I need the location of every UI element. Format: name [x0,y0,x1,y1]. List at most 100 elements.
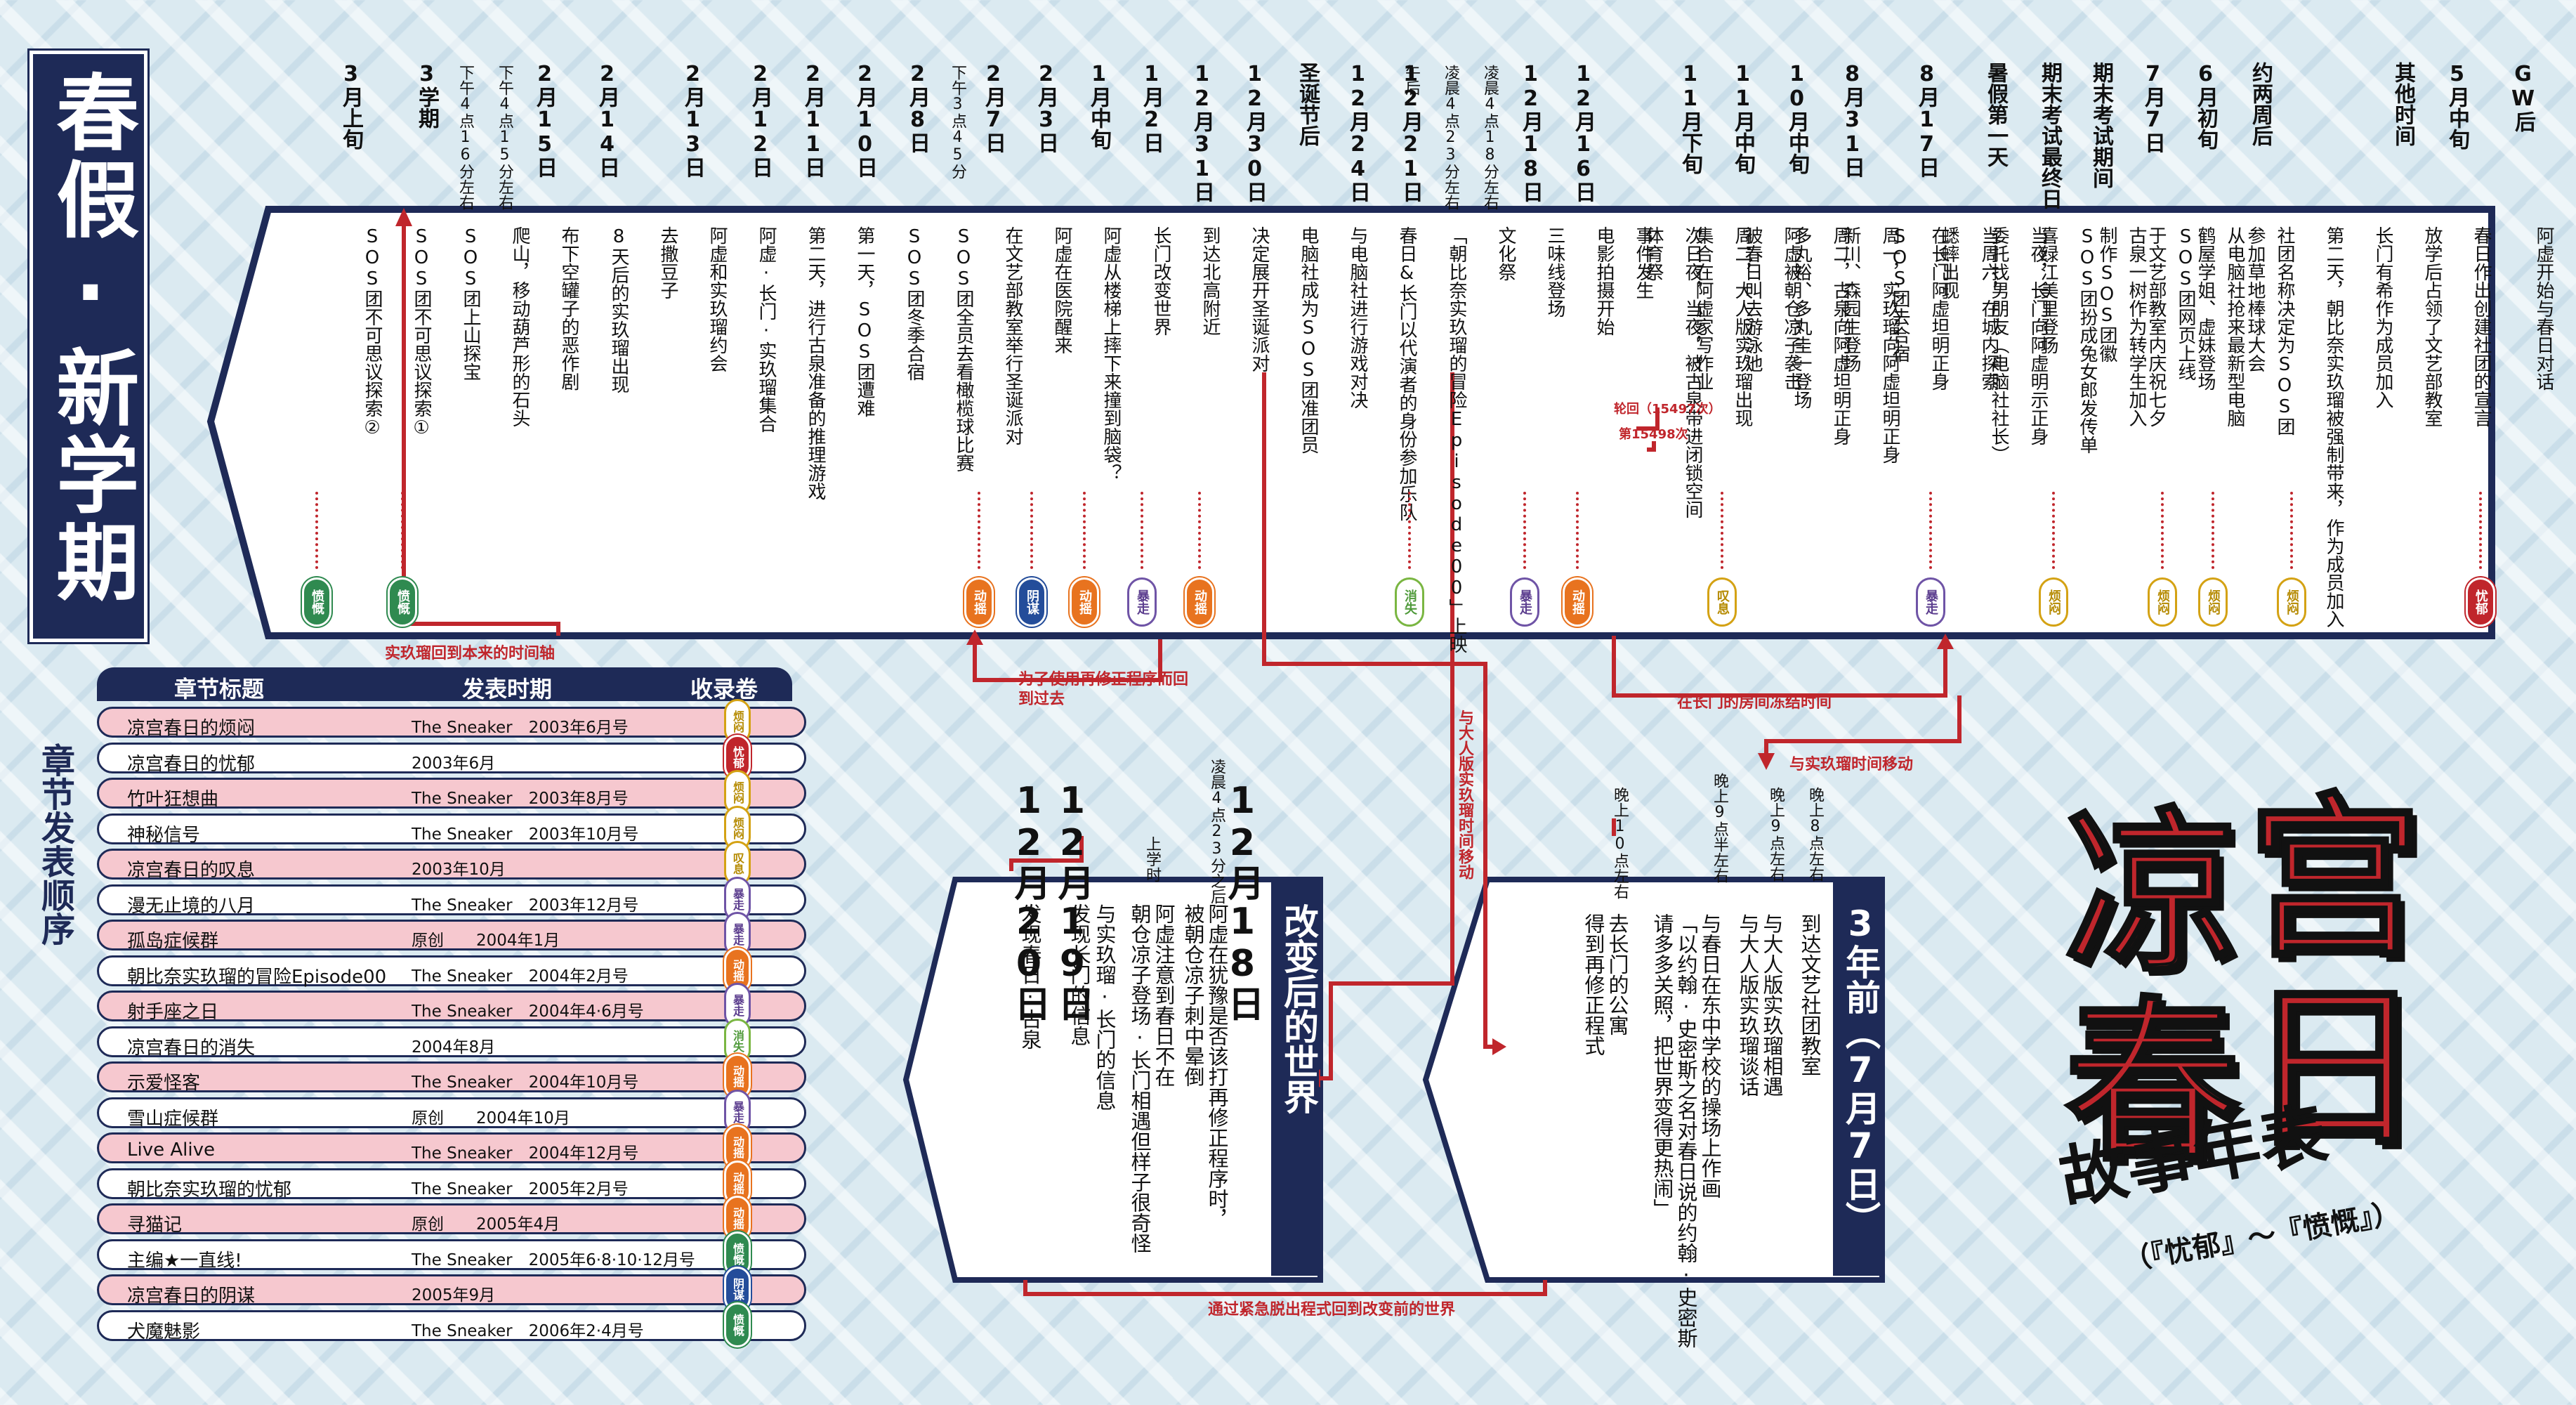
chapter-row: 寻猫记原创 2005年4月动摇 [97,1196,806,1241]
chapter-title: 朝比奈实玖瑠的忧郁 [127,1179,292,1201]
timeline-time-header: 下午4点16分左右 [456,65,474,210]
timeline-event-text: 周一，实玖瑠向阿虚坦明正身 [1879,226,1900,464]
label-real-timeline: 实玖瑠回到本来的时间轴 [385,645,556,662]
timeline-time-header: 下午4点15分左右 [496,65,513,210]
chapter-volume-badge: 愤慨 [724,1231,751,1276]
volume-badge: 暴走 [1916,577,1945,627]
timeline-event-text: 阿虚·长门·实玖瑠集合 [756,226,777,433]
chapter-volume-badge: 暴走 [724,876,751,922]
chapter-publication: The Sneaker 2005年2月号 [412,1179,629,1198]
timeline-event-text: 从电脑社抢来最新型电脑 [2224,226,2245,427]
timeline-date-header: 12月30日 [1242,62,1267,202]
timeline-date-header: 12月21日 [1398,62,1423,202]
timeline-event-text: 8天后的实玖瑠出现 [608,226,629,393]
chapter-publication: The Sneaker 2003年12月号 [412,896,639,915]
chapter-title: 示爱怪客 [127,1073,201,1094]
logo-char-4: 春 [2063,977,2242,1187]
timeline-event-text: 电影拍摄开始 [1593,226,1615,336]
timeline-event-text: 放学后占领了文艺部教室 [2421,226,2443,427]
timeline-date-header: 2月7日 [981,62,1006,153]
volume-badge: 忧郁 [2466,577,2495,627]
timeline-date-header: 8月17日 [1914,62,1939,178]
time-10pm: 晚上10点左右 [1611,787,1629,899]
timeline-date-header: GW后 [2511,62,2535,132]
timeline-event-text: 在文艺部教室举行圣诞派对 [1002,226,1023,445]
after-text-5: 与实玖瑠·长门的信息 [1093,903,1117,1111]
yr-text-5: 「以约翰·史密斯之名对春日说的约翰·史密斯 [1674,913,1698,1348]
timeline-date-header: 11月中旬 [1730,62,1755,174]
timeline-event-text: 第一天，SOS团遭难 [854,226,875,417]
timeline-dotted-leader [2161,492,2164,569]
timeline-event-text: 决定展开圣诞派对 [1249,226,1270,372]
chapter-publication: The Sneaker 2003年10月号 [412,825,639,844]
label-loop-count: 轮回（15497次） [1614,402,1721,417]
after-text-4: 朝仓凉子登场·长门相遇但样子很奇怪 [1128,903,1152,1253]
time-school: 上学时 [1143,836,1161,882]
timeline-event-text: 于文艺部教室内庆祝七夕 [2145,226,2167,427]
timeline-date-header: 12月18日 [1518,62,1543,202]
volume-badge: 暴走 [1510,577,1539,627]
label-use-fix-program: 为了使用再修正程序而回到过去 [1018,671,1189,708]
timeline-dotted-leader [2290,492,2293,569]
chapter-publication: The Sneaker 2004年2月号 [412,967,629,986]
timeline-event-text: 阿虚从楼梯上摔下来撞到脑袋？ [1100,226,1122,482]
chapter-publication: The Sneaker 2004年4·6月号 [412,1002,644,1021]
timeline-time-header: 凌晨4点23分左右 [1442,65,1459,210]
chapter-title: 雪山症候群 [127,1108,219,1130]
chapter-volume-badge: 动摇 [724,947,751,993]
timeline-event-text: SOS团扮成兔女郎发传单 [2077,226,2098,454]
timeline-date-header: 3学期 [414,62,439,129]
volume-badge: 暴走 [1127,577,1157,627]
timeline-date-header: 2月11日 [801,62,825,178]
chapter-row: 雪山症候群原创 2004年10月暴走 [97,1089,806,1135]
timeline-event-text: 鹤屋学姐、虚妹登场 [2195,226,2216,391]
chapter-title: 朝比奈实玖瑠的冒险Episode00 [127,966,387,988]
volume-badge: 烦闷 [2198,577,2228,627]
volume-badge: 烦闷 [2148,577,2177,627]
logo-char-3: 日 [2246,963,2424,1172]
timeline-event-text: 多丸裕、多丸圭一登场 [1791,226,1812,409]
timeline-date-header: 5月中旬 [2445,62,2469,150]
chapter-order-label: 章节发表顺序 [35,743,74,946]
chapter-publication: 原创 2005年4月 [412,1215,560,1234]
volume-badge: 愤慨 [302,577,331,627]
yr-text-7: 去长门的公寓 [1605,913,1629,1035]
header-title: 章节标题 [174,676,265,702]
timeline-event-text: SOS团不可思议探索① [411,226,432,438]
label-frozen-time: 在长门的房间冻结时间 [1677,694,1832,712]
chapter-row: 朝比奈实玖瑠的冒险Episode00 The Sneaker 2004年2月号 动摇 [97,947,806,993]
timeline-date-header: 1月2日 [1139,62,1164,153]
timeline-date-header: 约两周后 [2248,62,2273,146]
timeline-dotted-leader [1198,492,1201,569]
timeline-event-text: 被春日叫去游泳池 [1742,226,1763,372]
volume-badge: 烦闷 [2277,577,2306,627]
chapter-title: 寻猫记 [127,1215,183,1236]
timeline-event-text: 春日作出创建社团的宣言 [2471,226,2492,427]
timeline-dotted-leader [315,492,318,569]
chapter-row: 孤岛症候群原创 2004年1月暴走 [97,912,806,957]
time-after-4-23: 凌晨4点23分之后 [1208,759,1225,904]
time-930pm: 晚上9点半左右 [1711,773,1728,883]
timeline-dotted-leader [1576,492,1579,569]
timeline-event-text: 古泉一树作为转学生加入 [2126,226,2147,427]
timeline-event-text: 阿虚在医院醒来 [1051,226,1072,354]
chapter-title: 凉宫春日的阴谋 [127,1286,256,1307]
timeline-date-header: 2月15日 [532,62,557,178]
chapter-title: 凉宫春日的叹息 [127,860,256,881]
chapter-title: 凉宫春日的消失 [127,1037,256,1059]
timeline-dotted-leader [1721,492,1723,569]
chapter-title: 凉宫春日的烦闷 [127,718,256,739]
timeline-event-text: 喜绿江美里登场 [2037,226,2058,354]
chapter-publication: The Sneaker 2003年6月号 [412,719,629,737]
timeline-dotted-leader [1929,492,1932,569]
chapter-publication: 2005年9月 [412,1286,496,1305]
